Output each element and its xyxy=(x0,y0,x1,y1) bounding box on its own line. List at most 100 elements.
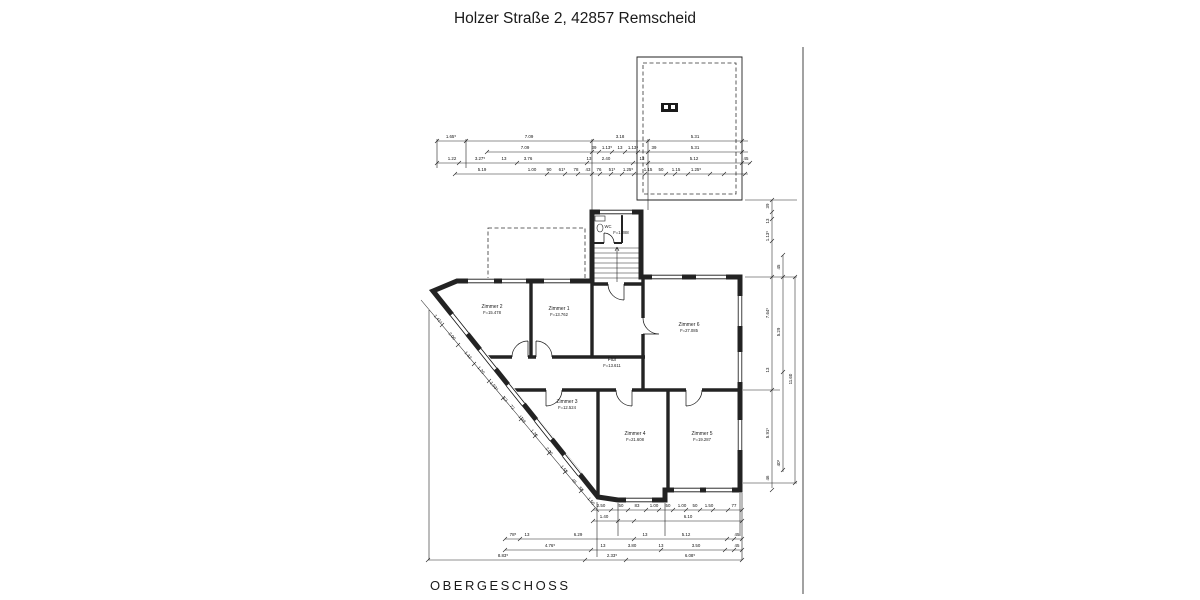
roof-outline-dashed xyxy=(642,62,737,195)
dim-label: 1.13⁵ xyxy=(602,145,613,150)
dim-label: 1.20 xyxy=(529,428,539,438)
dimension-labels: 1.65⁵ 7.09 3.18 5.31 7.09 39 1.13⁵ 13 1.… xyxy=(433,134,793,558)
dim-label: 1.15 xyxy=(644,167,653,172)
dim-label: 72 xyxy=(509,404,516,411)
dim-label: 13 xyxy=(502,396,509,403)
dim-label: 1.25⁵ xyxy=(623,167,634,172)
dim-label: 5.12 xyxy=(690,156,699,161)
chimney-flue-1 xyxy=(664,105,668,109)
room-area-zimmer5: F=19.287 xyxy=(693,437,711,442)
dim-label: 13 xyxy=(587,156,592,161)
stairs xyxy=(594,246,640,282)
dim-label: 5.91⁵ xyxy=(765,428,770,439)
dim-label: 39 xyxy=(765,203,770,208)
dim-label: 1.50 xyxy=(705,503,714,508)
dim-label: 7.09 xyxy=(521,145,530,150)
dim-label: 51⁵ xyxy=(609,167,616,172)
dim-label: 2.00 xyxy=(544,446,554,456)
chimney-icon xyxy=(661,103,678,112)
dim-label: 13 xyxy=(643,532,648,537)
dim-label: 1.53 xyxy=(559,464,569,474)
room-name-zimmer6: Zimmer 6 xyxy=(678,322,699,328)
dim-label: 83 xyxy=(635,503,640,508)
dim-label: 50 xyxy=(659,167,664,172)
dim-label: 3.27⁵ xyxy=(475,156,486,161)
dim-label: 39 xyxy=(592,145,597,150)
dim-label: 4.76⁵ xyxy=(545,543,556,548)
room-name-zimmer4: Zimmer 4 xyxy=(624,431,645,437)
room-area-flur: F=13.611 xyxy=(603,363,621,368)
wc-toilet-icon xyxy=(596,223,604,233)
dim-label: 6.29 xyxy=(574,532,583,537)
dim-label: 1.15 xyxy=(672,167,681,172)
dim-label: 13 xyxy=(502,156,507,161)
dim-label: 50 xyxy=(666,503,671,508)
dim-label: 11.60 xyxy=(788,373,793,384)
dim-label: 1.13⁵ xyxy=(765,231,770,242)
room-name-flur: Flur xyxy=(608,357,617,363)
room-area-zimmer3: F=12.524 xyxy=(558,405,576,410)
dim-label: 1.32 xyxy=(463,350,473,360)
dim-label: 5.19 xyxy=(478,167,487,172)
dim-label: 8.83⁵ xyxy=(498,553,509,558)
dim-label: 3.18 xyxy=(616,134,625,139)
dim-label: 45 xyxy=(776,264,781,269)
wc-cistern-icon xyxy=(594,215,606,222)
dim-label: 77 xyxy=(732,503,737,508)
dim-label: 1.00 xyxy=(528,167,537,172)
door-swing-arcs xyxy=(511,232,703,407)
dim-label: 1.25⁵ xyxy=(691,167,702,172)
dim-label: 45 xyxy=(571,478,578,485)
dim-label: 61⁵ xyxy=(559,167,566,172)
dim-label: 2.40 xyxy=(602,156,611,161)
dim-label: 78 xyxy=(574,167,579,172)
dim-label: 1.20 xyxy=(476,365,486,375)
dim-label: 1.41⁴ xyxy=(433,313,444,324)
dim-label: 3.80 xyxy=(628,543,637,548)
dim-label: 13 xyxy=(618,145,623,150)
room-name-zimmer5: Zimmer 5 xyxy=(691,431,712,437)
extension-lines xyxy=(428,139,797,560)
dim-label: 13 xyxy=(659,543,664,548)
dim-label: 5.31 xyxy=(691,134,700,139)
room-name-zimmer1: Zimmer 1 xyxy=(548,306,569,312)
dim-label: 50 xyxy=(578,486,585,493)
roof-outline xyxy=(636,56,743,201)
dim-label: 76 xyxy=(597,167,602,172)
room-name-zimmer2: Zimmer 2 xyxy=(481,304,502,310)
dim-label: 1.00 xyxy=(678,503,687,508)
dim-label: 45 xyxy=(735,543,740,548)
dim-label: 45 xyxy=(744,156,749,161)
room-labels: Zimmer 2 F=15.478 Zimmer 1 F=13.762 Zimm… xyxy=(481,224,712,442)
dim-label: 50 xyxy=(693,503,698,508)
window-glass-lines xyxy=(449,209,743,503)
window-masks xyxy=(449,208,744,504)
dimension-ticks xyxy=(425,138,798,563)
dim-label: 1.40 xyxy=(600,514,609,519)
dim-label: 1.65⁵ xyxy=(446,134,457,139)
dim-label: 90 xyxy=(547,167,552,172)
dim-label: 45 xyxy=(735,532,740,537)
dim-label: 5.12 xyxy=(682,532,691,537)
floor-label: OBERGESCHOSS xyxy=(430,578,571,593)
dim-label: 39 xyxy=(652,145,657,150)
dim-label: 7.09 xyxy=(525,134,534,139)
room-area-wc: F=1.288 xyxy=(613,230,629,235)
room-name-zimmer3: Zimmer 3 xyxy=(556,399,577,405)
dim-label: 46 xyxy=(765,475,770,480)
dim-label: 13 xyxy=(765,218,770,223)
dim-label: 6.10 xyxy=(684,514,693,519)
dim-label: 6.08⁵ xyxy=(685,553,696,558)
dim-label: 2.50 xyxy=(597,503,606,508)
dim-label: 1.22 xyxy=(448,156,457,161)
dim-label: 1.00 xyxy=(650,503,659,508)
dim-label: 40⁵ xyxy=(776,459,781,466)
dim-label: 2.00 xyxy=(447,331,457,341)
dim-label: 5.29 xyxy=(776,327,781,336)
balcony-dashed-outline xyxy=(487,227,586,282)
dim-label: 5.31 xyxy=(691,145,700,150)
dim-label: 13 xyxy=(640,156,645,161)
dim-label: 13 xyxy=(525,532,530,537)
door-gaps xyxy=(512,240,702,393)
